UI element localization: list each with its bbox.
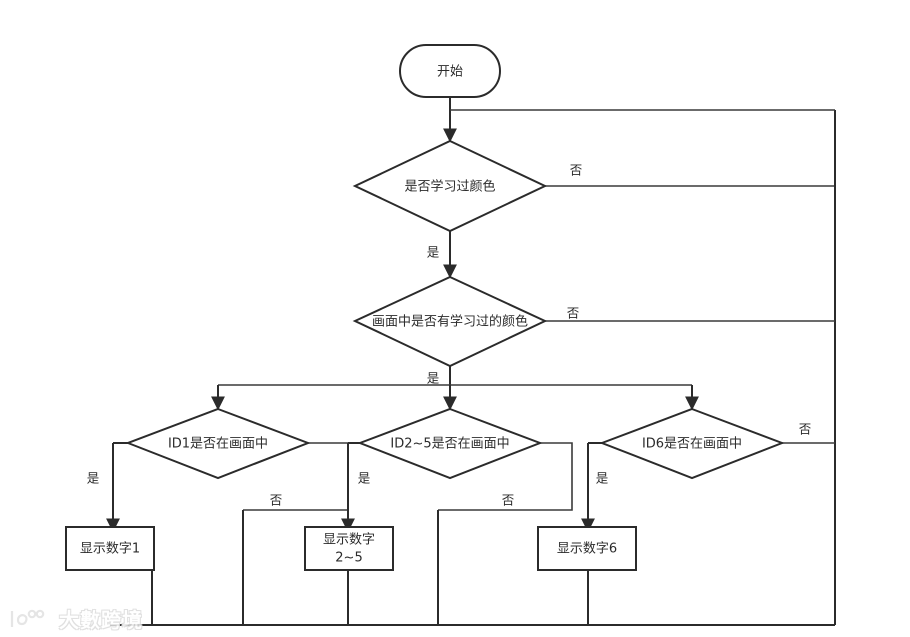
node-d4-label: ID2~5是否在画面中	[390, 437, 509, 452]
node-decision-id6[interactable]	[599, 407, 785, 480]
node-decision-learned-color[interactable]	[352, 139, 548, 233]
edge-label-d1-yes: 是	[427, 245, 440, 260]
node-d3-label: ID1是否在画面中	[168, 437, 268, 452]
node-start[interactable]	[399, 44, 501, 98]
node-d2-label: 画面中是否有学习过的颜色	[372, 314, 528, 330]
node-start-label: 开始	[437, 65, 463, 80]
edge-label-d5-no: 否	[799, 422, 812, 437]
edge-label-d2-yes: 是	[427, 371, 440, 386]
edge-label-d1-no: 否	[570, 163, 583, 178]
node-show-number-2to5[interactable]	[304, 526, 394, 571]
node-decision-id2to5[interactable]	[357, 407, 543, 480]
node-decision-color-on-screen[interactable]	[352, 275, 548, 368]
edge-label-d3-yes: 是	[87, 471, 100, 486]
node-show-number-1[interactable]	[65, 526, 155, 571]
edge-label-d3-no: 否	[270, 493, 283, 508]
node-show-number-6[interactable]	[537, 526, 637, 571]
node-p3-label: 显示数字6	[557, 542, 617, 557]
edge-label-d4-no: 否	[502, 493, 515, 508]
edge-label-d4-yes: 是	[358, 471, 371, 486]
edge-label-d2-no: 否	[567, 306, 580, 321]
node-p2-label-line2: 2~5	[335, 551, 362, 566]
node-d1-label: 是否学习过颜色	[404, 179, 495, 195]
node-p1-label: 显示数字1	[80, 542, 140, 557]
node-p2-label-line1: 显示数字	[323, 533, 375, 548]
node-decision-id1[interactable]	[125, 407, 311, 480]
edge-label-d5-yes: 是	[596, 471, 609, 486]
node-d5-label: ID6是否在画面中	[642, 437, 742, 452]
edge-d4-no-path	[438, 442, 573, 511]
